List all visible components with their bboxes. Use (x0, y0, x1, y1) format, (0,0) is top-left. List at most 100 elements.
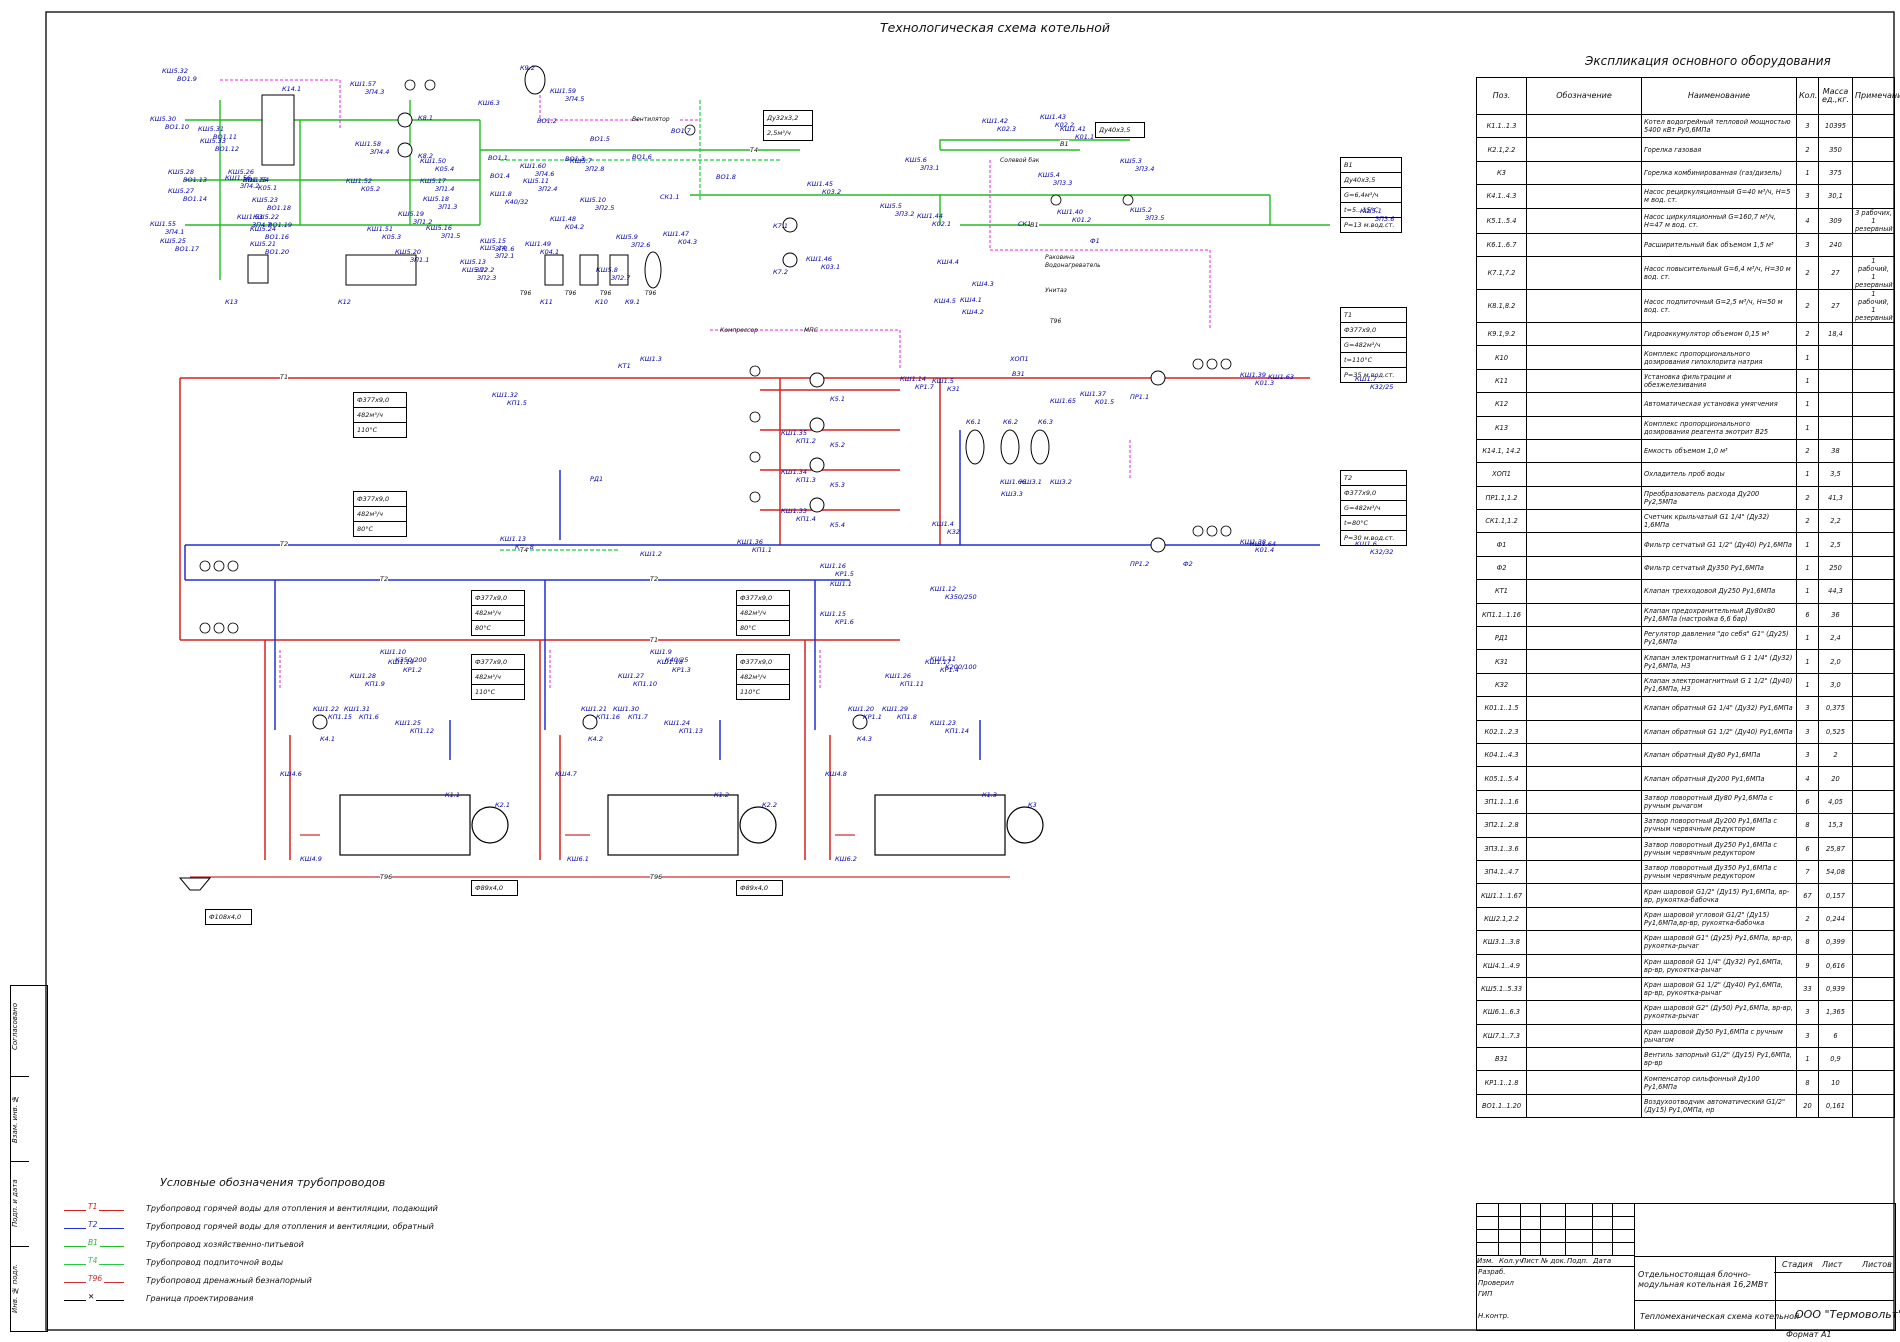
valve-label: КШ1.7 (1355, 375, 1377, 383)
table-cell (1526, 906, 1642, 932)
valve-label: ЗП2.2 (475, 266, 495, 274)
valve-label: КШ1.54 (243, 176, 270, 184)
legend-code: Т4 (86, 1256, 100, 1265)
legend-code: Т1 (86, 1202, 100, 1211)
valve-label: КШ4.8 (825, 770, 847, 778)
table-cell: Охладитель проб воды (1641, 462, 1797, 487)
table-cell (1852, 368, 1895, 394)
table-cell (1526, 288, 1642, 323)
pipe-line-label: В1 (1030, 221, 1039, 229)
table-cell: 15,3 (1818, 813, 1853, 838)
table-cell (1852, 1093, 1895, 1119)
table-cell: Горелка газовая (1641, 137, 1797, 162)
table-cell: ХОП1 (1476, 462, 1527, 487)
process-schematic (178, 65, 1330, 891)
table-cell: 18,4 (1818, 321, 1853, 347)
table-cell: К2.1,2.2 (1476, 137, 1527, 162)
valve-label: КШ1.19 (388, 658, 415, 666)
table-cell (1852, 509, 1895, 534)
table-cell: 8 (1796, 813, 1819, 838)
valve-label: КШ1.53 (237, 213, 264, 221)
table-cell: ЗП3.1..3.6 (1476, 836, 1527, 861)
control-lines (220, 70, 1211, 690)
table-cell: 4 (1796, 207, 1819, 234)
equipment-label: К12 (338, 298, 351, 306)
drawing-name: Тепломеханическая схема котельной (1640, 1312, 1800, 1321)
table-cell: 3 (1796, 719, 1819, 744)
table-cell: 9 (1796, 953, 1819, 978)
pipe-line-label: В1 (1060, 140, 1069, 148)
valve-label: КШ1.28 (350, 672, 377, 680)
table-cell: 2,2 (1818, 509, 1853, 534)
annotation-label: Т96 (1050, 318, 1062, 325)
table-cell: 1 (1796, 462, 1819, 487)
valve-label: КШ1.21 (581, 705, 608, 713)
table-cell (1526, 1000, 1642, 1025)
valve-label: ЗП2.5 (595, 204, 615, 212)
table-cell: 20 (1796, 1093, 1819, 1119)
equipment-label: К2.1 (495, 801, 510, 809)
valve-label: КШ1.23 (930, 719, 957, 727)
format-label: Формат А1 (1786, 1330, 1832, 1339)
valve-label: КШ1.13 (500, 535, 527, 543)
margin-label-inv: Инв. № подл. (11, 1264, 19, 1314)
table-cell (1526, 859, 1642, 885)
table-cell: ЗП2.1..2.8 (1476, 813, 1527, 838)
valve-label: КШ1.14 (900, 375, 927, 383)
legend-text: Трубопровод хозяйственно-питьевой (146, 1240, 304, 1249)
margin-stamp: Согласовано Взам. инв. № Подп. и дата Ин… (10, 985, 48, 1332)
valve-label: КР1.3 (672, 666, 691, 674)
table-cell (1526, 836, 1642, 861)
table-cell (1852, 137, 1895, 162)
table-cell: 2,5 (1818, 532, 1853, 557)
table-cell: Ф2 (1476, 555, 1527, 581)
table-cell: 1 рабочий, 1 резервный (1852, 288, 1895, 323)
annotation-label: МПС (804, 327, 818, 334)
table-cell (1526, 485, 1642, 511)
table-cell (1526, 1047, 1642, 1072)
table-cell: 0,9 (1818, 1047, 1853, 1072)
equipment-label: К5.1 (830, 395, 845, 403)
pipe-line-label: Т96 (380, 873, 393, 881)
valve-label: КШ5.12 (462, 266, 489, 274)
valve-label: КП1.1 (752, 546, 772, 554)
valve-label: ЗП2.7 (611, 274, 631, 282)
valve-label: К200/100 (945, 663, 977, 671)
valve-label: ЗП2.4 (538, 185, 558, 193)
table-cell: ВО1.1..1.20 (1476, 1093, 1527, 1119)
pipe-line-label: Т4 (520, 546, 529, 554)
equipment-label: К1.3 (982, 791, 997, 799)
table-cell (1852, 719, 1895, 744)
valve-label: КШ5.25 (160, 237, 187, 245)
equipment-label: К8.2 (418, 152, 433, 160)
valve-label: КШ1.49 (525, 240, 552, 248)
table-cell: Клапан обратный G1 1/2" (Ду40) Ру1,6МПа (1641, 719, 1797, 744)
valve-label: К01.1 (1075, 133, 1095, 141)
column-header: Наименование (1641, 77, 1797, 115)
valve-label: КШ5.5 (880, 202, 902, 210)
table-cell (1852, 579, 1895, 604)
table-cell: Расширительный бак объемом 1,5 м³ (1641, 232, 1797, 257)
valve-label: ВО1.7 (671, 127, 691, 135)
equipment-label: К7.2 (773, 268, 788, 276)
table-cell: 375 (1818, 160, 1853, 186)
table-cell: Счетчик крыльчатый G1 1/4" (Ду32) 1,6МПа (1641, 509, 1797, 534)
table-cell: 4,05 (1818, 789, 1853, 815)
valve-label: КШ4.6 (280, 770, 302, 778)
valve-label: КП1.16 (596, 713, 620, 721)
table-cell: 1 рабочий, 1 резервный (1852, 255, 1895, 290)
annotation-label: Вентилятор (632, 116, 670, 123)
equipment-label: К9.1 (625, 298, 640, 306)
equipment-label: К1.1 (445, 791, 460, 799)
valve-label: КШ1.12 (930, 585, 957, 593)
